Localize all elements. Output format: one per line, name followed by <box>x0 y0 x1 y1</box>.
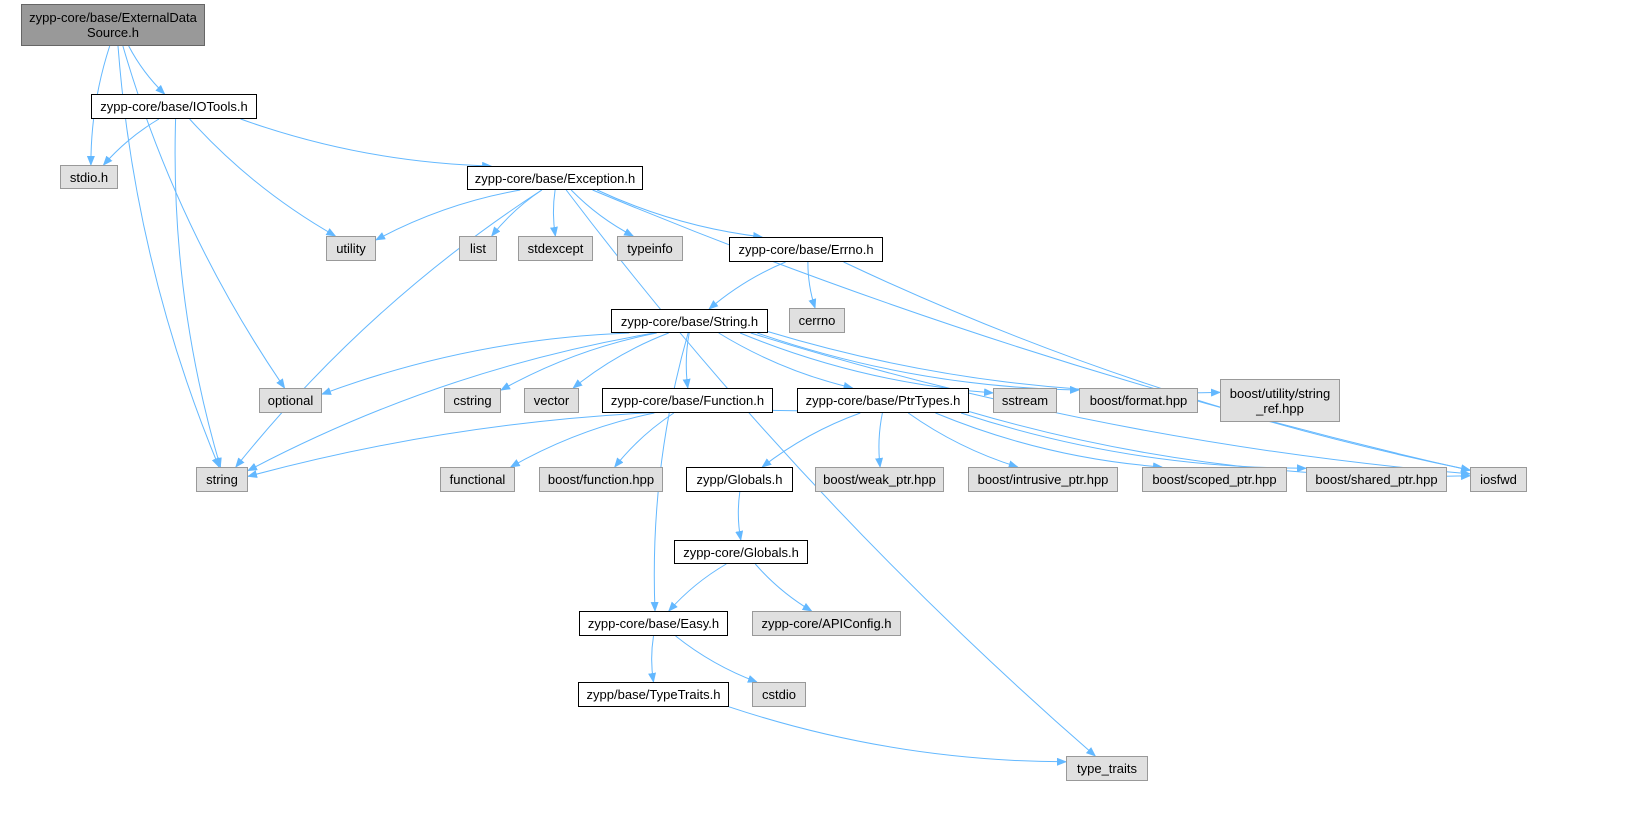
edge-easy-to-typetraits_h <box>648 635 657 683</box>
edge-iotools-to-exception <box>240 118 493 170</box>
node-vector: vector <box>524 388 579 413</box>
node-sstream: sstream <box>993 388 1057 413</box>
node-string: string <box>196 467 248 492</box>
node-boost-scoped-ptr-hpp: boost/scoped_ptr.hpp <box>1142 467 1287 492</box>
edge-string_h-to-sstream <box>739 332 994 397</box>
edge-errno-to-cerrno <box>807 261 817 309</box>
edge-ptrtypes-to-zypp_globals <box>761 412 861 468</box>
edge-errno-to-iosfwd <box>843 261 1471 473</box>
edge-iotools-to-stdio <box>102 118 160 166</box>
edge-exception-to-typeinfo <box>570 189 635 237</box>
edge-iotools-to-string <box>174 118 222 468</box>
node-exception-h[interactable]: zypp-core/base/Exception.h <box>467 166 643 190</box>
node-stdio-h: stdio.h <box>60 165 118 189</box>
edge-externaldatasource-to-iotools <box>128 45 166 95</box>
node-boost-intrusive-ptr-hpp: boost/intrusive_ptr.hpp <box>968 467 1118 492</box>
edge-string_h-to-boost_format <box>757 332 1080 394</box>
edge-zypp_globals-to-core_globals <box>735 491 744 541</box>
edge-errno-to-string_h <box>708 261 786 310</box>
edge-string_h-to-optional <box>321 332 630 395</box>
edge-exception-to-list <box>491 189 543 237</box>
edge-function_h-to-functional <box>509 412 655 468</box>
edge-core_globals-to-easy <box>668 563 727 612</box>
edge-core_globals-to-apiconfig <box>754 563 813 612</box>
edge-exception-to-errno <box>596 189 764 240</box>
node-type-traits: type_traits <box>1066 756 1148 781</box>
node-boost-format-hpp: boost/format.hpp <box>1079 388 1198 413</box>
node-functional: functional <box>440 467 515 492</box>
node-boost-weak-ptr-hpp: boost/weak_ptr.hpp <box>815 467 944 492</box>
node-typeinfo: typeinfo <box>617 236 683 261</box>
edge-exception-to-string <box>235 189 542 468</box>
node-boost-string-ref-hpp: boost/utility/string _ref.hpp <box>1220 379 1340 422</box>
node-list: list <box>459 236 497 261</box>
edge-ptrtypes-to-boost_scoped_ptr <box>935 412 1163 471</box>
node-boost-function-hpp: boost/function.hpp <box>539 467 663 492</box>
node-cstring: cstring <box>444 388 501 413</box>
edge-easy-to-cstdio <box>675 635 758 683</box>
node-typetraits-h[interactable]: zypp/base/TypeTraits.h <box>578 682 729 707</box>
edge-string_h-to-string <box>247 332 655 472</box>
edge-string_h-to-cstring <box>500 332 657 391</box>
node-easy-h[interactable]: zypp-core/base/Easy.h <box>579 611 728 636</box>
edge-exception-to-stdexcept <box>549 189 558 237</box>
node-apiconfig-h: zypp-core/APIConfig.h <box>752 611 901 636</box>
node-externaldatasource-h: zypp-core/base/ExternalData Source.h <box>21 4 205 46</box>
edge-string_h-to-ptrtypes <box>718 332 854 390</box>
edge-ptrtypes-to-boost_intrusive_ptr <box>908 412 1019 469</box>
node-cerrno: cerrno <box>789 308 845 333</box>
node-zypp-globals-h[interactable]: zypp/Globals.h <box>686 467 793 492</box>
edge-iotools-to-utility <box>189 118 337 237</box>
edge-string_h-to-function_h <box>682 332 691 389</box>
node-errno-h[interactable]: zypp-core/base/Errno.h <box>729 237 883 262</box>
node-iosfwd: iosfwd <box>1470 467 1527 492</box>
edge-exception-to-utility <box>375 189 521 241</box>
node-optional: optional <box>259 388 322 413</box>
node-iotools-h[interactable]: zypp-core/base/IOTools.h <box>91 94 257 119</box>
node-utility: utility <box>326 236 376 261</box>
node-function-h[interactable]: zypp-core/base/Function.h <box>602 388 773 413</box>
node-core-globals-h[interactable]: zypp-core/Globals.h <box>674 540 808 564</box>
node-string-h[interactable]: zypp-core/base/String.h <box>611 309 768 333</box>
edge-function_h-to-boost_function <box>614 412 675 468</box>
edge-typetraits_h-to-type_traits <box>728 706 1067 766</box>
node-boost-shared-ptr-hpp: boost/shared_ptr.hpp <box>1306 467 1447 492</box>
node-cstdio: cstdio <box>752 682 806 707</box>
edge-string_h-to-vector <box>572 332 669 389</box>
node-stdexcept: stdexcept <box>518 236 593 261</box>
edge-string_h-to-iosfwd <box>750 332 1471 478</box>
edge-ptrtypes-to-boost_weak_ptr <box>875 412 884 468</box>
edge-exception-to-iosfwd <box>592 189 1471 473</box>
node-ptrtypes-h[interactable]: zypp-core/base/PtrTypes.h <box>797 388 969 413</box>
